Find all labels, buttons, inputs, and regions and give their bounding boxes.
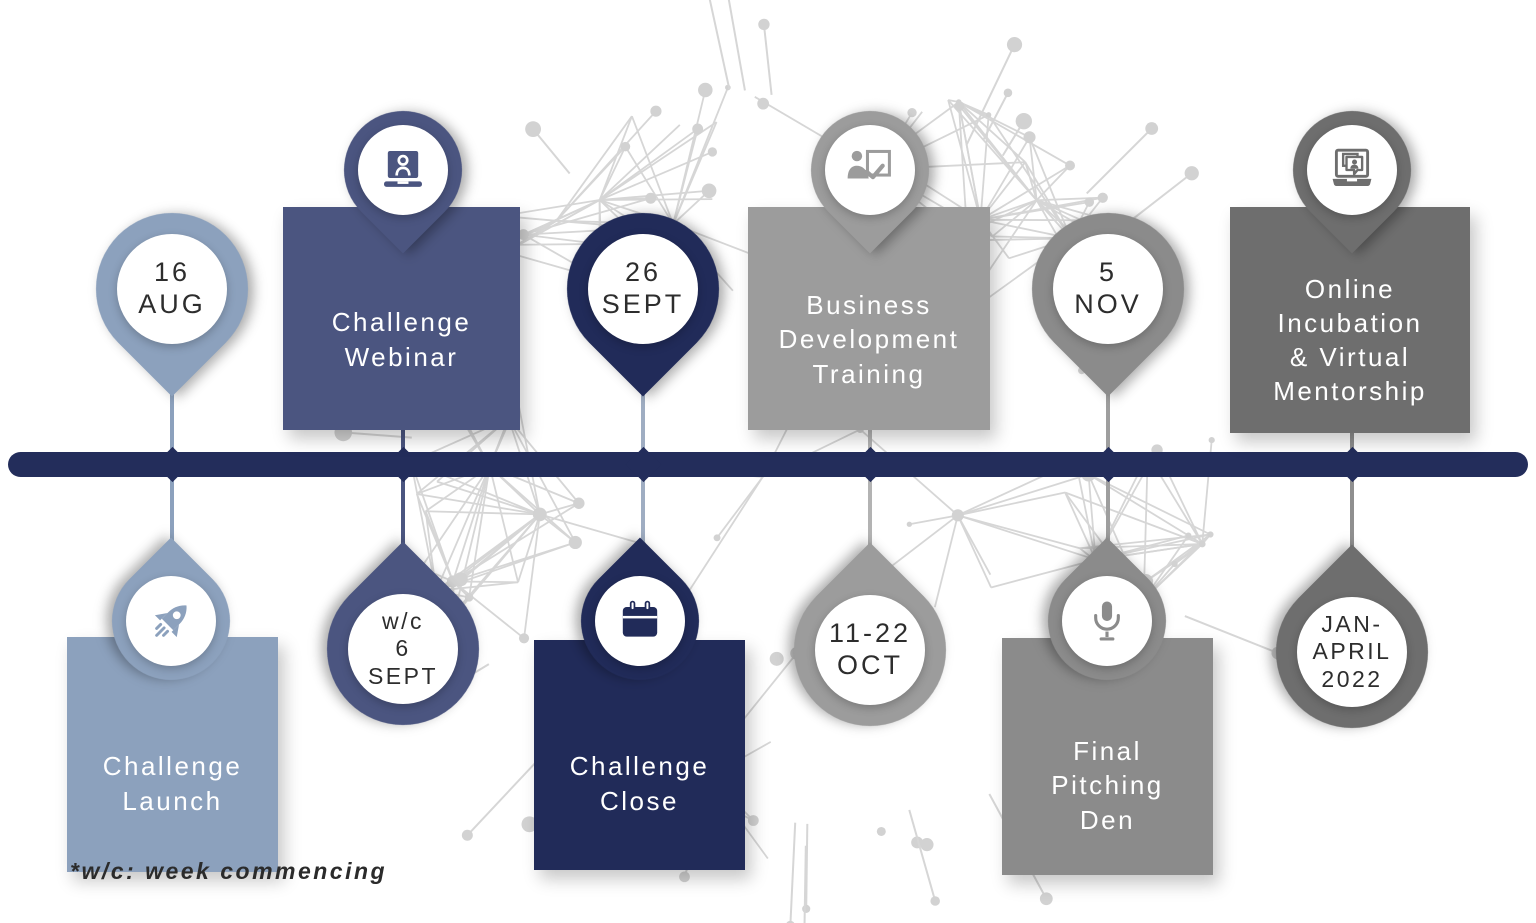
- date-pin-5-nov: 5 NOV: [1000, 181, 1216, 397]
- event-pin-business-development-training: [786, 86, 954, 254]
- pin-circle: JAN- APRIL 2022: [1297, 597, 1407, 707]
- date-line: 5: [1098, 257, 1117, 288]
- date-pin-11-22-oct: 11-22 OCT: [762, 542, 978, 758]
- date-line: JAN-: [1321, 611, 1383, 638]
- pin-circle: [358, 125, 448, 215]
- date-line: 6: [395, 635, 411, 662]
- pin-circle: 11-22 OCT: [815, 595, 925, 705]
- event-pin-final-pitching-den: [1023, 537, 1191, 705]
- event-pin-challenge-close: [556, 537, 724, 705]
- event-title-line: Incubation: [1277, 308, 1423, 339]
- date-line: 2022: [1321, 665, 1383, 692]
- calendar-icon: [622, 600, 658, 637]
- pin-circle: [825, 125, 915, 215]
- date-pin-jan-april-2022: JAN- APRIL 2022: [1244, 544, 1460, 760]
- event-title-line: Den: [1079, 804, 1136, 835]
- date-line: APRIL: [1312, 638, 1392, 665]
- event-pin-challenge-launch: [87, 537, 255, 705]
- event-pin-online-incubation-mentorship: [1268, 86, 1436, 254]
- date-pin-26-sept: 26 SEPT: [535, 181, 751, 397]
- event-title-line: & Virtual: [1289, 342, 1411, 372]
- date-pin-16-aug: 16 AUG: [64, 181, 280, 397]
- pin-circle: w/c 6 SEPT: [348, 594, 458, 704]
- mentorship-icon: [1332, 148, 1372, 187]
- event-title-line: Online: [1304, 274, 1396, 305]
- date-line: AUG: [138, 289, 206, 319]
- event-title-line: Business: [806, 289, 932, 320]
- date-line: NOV: [1074, 289, 1142, 319]
- pin-circle: [1307, 125, 1397, 215]
- event-title-line: Mentorship: [1273, 375, 1427, 406]
- date-line: w/c: [381, 608, 424, 635]
- date-pin-wc-6-sept: w/c 6 SEPT: [295, 541, 511, 757]
- pin-circle: 16 AUG: [117, 234, 227, 344]
- event-title-line: Training: [812, 358, 926, 389]
- pin-circle: [595, 576, 685, 666]
- event-title-line: Close: [600, 786, 679, 816]
- pin-circle: [126, 576, 216, 666]
- event-title-line: Development: [778, 324, 960, 355]
- event-title-line: Challenge: [569, 751, 710, 782]
- event-title-line: Challenge: [102, 750, 243, 781]
- pin-circle: 5 NOV: [1053, 234, 1163, 344]
- footnote-week-commencing: *w/c: week commencing: [70, 858, 388, 884]
- rocket-icon: [154, 605, 187, 638]
- date-line: 16: [153, 257, 191, 288]
- date-line: SEPT: [601, 289, 685, 319]
- date-line: 26: [624, 257, 662, 288]
- webinar-icon: [384, 151, 422, 187]
- pin-circle: [1062, 576, 1152, 666]
- event-title-line: Launch: [122, 785, 223, 816]
- timeline-axis: [8, 452, 1528, 477]
- pin-circle: 26 SEPT: [588, 234, 698, 344]
- date-line: SEPT: [367, 662, 439, 689]
- date-line: OCT: [837, 650, 903, 680]
- date-line: 11-22: [828, 618, 912, 649]
- event-box-business-development-training: Business Development Training: [748, 207, 990, 430]
- event-box-challenge-webinar: Challenge Webinar: [283, 207, 520, 430]
- event-title-line: Webinar: [344, 341, 459, 372]
- presenter-icon: [847, 149, 891, 180]
- event-title-line: Challenge: [331, 306, 472, 337]
- event-title-line: Final: [1073, 735, 1142, 766]
- event-pin-challenge-webinar: [319, 86, 487, 254]
- event-title-line: Pitching: [1051, 770, 1164, 801]
- microphone-icon: [1094, 601, 1120, 641]
